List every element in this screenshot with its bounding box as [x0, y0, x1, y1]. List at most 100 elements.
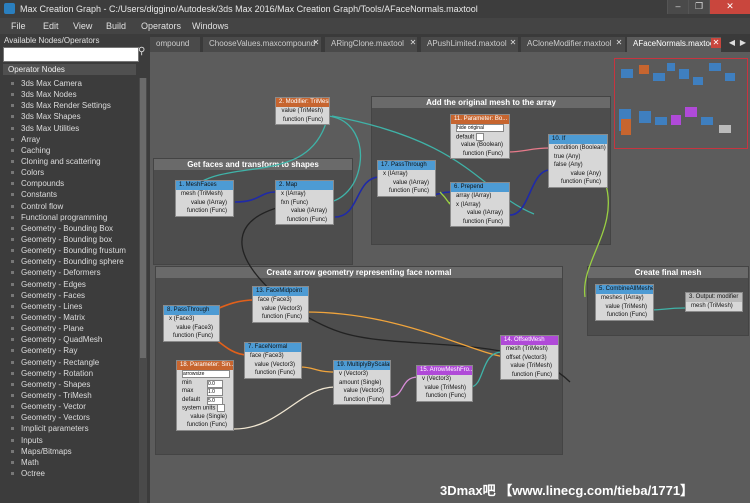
port-label[interactable]: value (IArray): [392, 179, 429, 186]
list-item[interactable]: Colors: [0, 167, 138, 178]
list-item[interactable]: Geometry - Shapes: [0, 379, 138, 390]
port-label[interactable]: value (Single): [190, 413, 227, 420]
list-item[interactable]: Geometry - Bounding sphere: [0, 256, 138, 267]
list-item[interactable]: Maps/Bitmaps: [0, 446, 138, 457]
node-arrowmesh[interactable]: 15. ArrowMeshFro... v (Vector3) value (T…: [416, 365, 473, 402]
port-label[interactable]: x (IArray): [281, 191, 306, 197]
port-label[interactable]: value (Vector3): [261, 305, 302, 312]
tab-close-icon[interactable]: ✕: [615, 38, 623, 47]
port-label[interactable]: face (Face3): [258, 297, 292, 303]
minimize-icon[interactable]: –: [667, 0, 688, 14]
list-item[interactable]: Geometry - Bounding box: [0, 234, 138, 245]
node-prepend[interactable]: 6. Prepend array (IArray) x (IArray) val…: [450, 182, 510, 227]
node-meshfaces[interactable]: 1. MeshFaces mesh (TriMesh) value (IArra…: [175, 180, 234, 217]
list-item[interactable]: Geometry - Plane: [0, 323, 138, 334]
port-label[interactable]: function (Func): [261, 314, 302, 320]
port-label[interactable]: value (TriMesh): [424, 384, 466, 391]
port-label[interactable]: function (Func): [286, 216, 327, 223]
port-label[interactable]: function (Func): [606, 312, 647, 318]
port-label[interactable]: x (Face3): [169, 316, 195, 322]
port-label[interactable]: array (IArray): [456, 193, 492, 199]
port-label[interactable]: value (Face3): [176, 324, 213, 331]
port-label[interactable]: function (Func): [462, 218, 503, 225]
restore-icon[interactable]: ❐: [688, 0, 709, 14]
list-item[interactable]: Math: [0, 457, 138, 468]
list-item[interactable]: 3ds Max Render Settings: [0, 100, 138, 111]
node-passthrough-face[interactable]: 8. PassThrough x (Face3) value (Face3) f…: [163, 305, 220, 342]
list-item[interactable]: Geometry - Rectangle: [0, 357, 138, 368]
port-label[interactable]: fxn (Func): [281, 199, 309, 206]
port-label[interactable]: function (Func): [254, 370, 295, 376]
port-label[interactable]: offset (Vector3): [506, 354, 547, 361]
port-label[interactable]: mesh (TriMesh): [691, 303, 733, 309]
list-item[interactable]: Geometry - Ray: [0, 345, 138, 356]
port-label[interactable]: mesh (TriMesh): [181, 191, 223, 197]
node-facenormal[interactable]: 7. FaceNormal face (Face3) value (Vector…: [244, 342, 302, 379]
port-label[interactable]: function (Func): [343, 396, 384, 403]
list-item[interactable]: 3ds Max Utilities: [0, 123, 138, 134]
port-label[interactable]: function (Func): [186, 208, 227, 214]
list-item[interactable]: 3ds Max Camera: [0, 78, 138, 89]
node-if[interactable]: 10. If condition (Boolean) true (Any) fa…: [548, 134, 608, 188]
list-item[interactable]: Geometry - Bounding Box: [0, 223, 138, 234]
port-label[interactable]: value (Vector3): [343, 388, 384, 394]
tab-pushlimited[interactable]: APushLimited.maxtool: [421, 37, 518, 52]
tab-close-icon[interactable]: ✕: [509, 38, 517, 47]
max-field[interactable]: 1.0: [207, 388, 223, 396]
list-item[interactable]: Geometry - Rotation: [0, 368, 138, 379]
list-item[interactable]: Cloning and scattering: [0, 156, 138, 167]
port-label[interactable]: v (Vector3): [422, 376, 452, 382]
node-combine[interactable]: 5. CombineAllMeshes meshes (IArray) valu…: [595, 284, 654, 321]
port-label[interactable]: x (IArray): [456, 201, 481, 208]
scrollbar-thumb[interactable]: [140, 78, 146, 358]
param-name-field[interactable]: arrowsize: [182, 370, 230, 378]
tab-close-icon[interactable]: ✕: [312, 38, 320, 47]
port-label[interactable]: value (IArray): [190, 199, 227, 206]
list-item[interactable]: Implicit parameters: [0, 423, 138, 434]
port-label[interactable]: function (Func): [560, 179, 601, 185]
port-label[interactable]: function (Func): [186, 422, 227, 428]
list-item[interactable]: Geometry - Faces: [0, 290, 138, 301]
node-output[interactable]: 3. Output: modifier mesh (TriMesh): [685, 292, 743, 312]
list-item[interactable]: Geometry - TriMesh: [0, 390, 138, 401]
menu-windows[interactable]: Windows: [192, 21, 229, 31]
tab-clonemodifier[interactable]: ACloneModifier.maxtool: [521, 37, 625, 52]
menu-operators[interactable]: Operators: [141, 21, 182, 31]
port-label[interactable]: function (Func): [462, 150, 503, 157]
close-icon[interactable]: ✕: [709, 0, 750, 14]
tabs-scroll-left-icon[interactable]: ◀: [728, 38, 736, 47]
port-label[interactable]: value (Vector3): [254, 361, 295, 368]
list-item[interactable]: Geometry - Edges: [0, 279, 138, 290]
tab-facenormals[interactable]: AFaceNormals.maxtool: [627, 37, 721, 52]
port-label[interactable]: value (IArray): [466, 210, 503, 216]
list-item[interactable]: Control flow: [0, 201, 138, 212]
tabs-scroll-right-icon[interactable]: ▶: [739, 38, 747, 47]
port-label[interactable]: meshes (IArray): [601, 295, 644, 301]
list-item[interactable]: Geometry - Lines: [0, 301, 138, 312]
units-checkbox[interactable]: [217, 404, 226, 412]
port-label[interactable]: face (Face3): [250, 353, 284, 359]
list-item[interactable]: 3ds Max Shapes: [0, 111, 138, 122]
list-item[interactable]: Compounds: [0, 178, 138, 189]
port-label[interactable]: true (Any): [554, 153, 581, 160]
list-scrollbar[interactable]: [139, 78, 147, 503]
port-label[interactable]: function (Func): [511, 371, 552, 378]
list-item[interactable]: Geometry - Bounding frustum: [0, 245, 138, 256]
port-label[interactable]: function (Func): [388, 188, 429, 194]
node-parameter-bool[interactable]: 11. Parameter: Bo... hide original defau…: [450, 114, 510, 159]
list-item[interactable]: Inputs: [0, 435, 138, 446]
node-facemidpoint[interactable]: 13. FaceMidpoint face (Face3) value (Vec…: [252, 286, 309, 323]
node-offsetmesh[interactable]: 14. OffsetMesh mesh (TriMesh) offset (Ve…: [500, 335, 559, 380]
default-checkbox[interactable]: [475, 132, 484, 141]
menu-view[interactable]: View: [73, 21, 93, 31]
port-label[interactable]: mesh (TriMesh): [506, 346, 548, 352]
port-label[interactable]: function (Func): [282, 116, 323, 123]
port-label[interactable]: function (Func): [172, 333, 213, 339]
list-item[interactable]: Geometry - QuadMesh: [0, 334, 138, 345]
node-modifier[interactable]: 2. Modifier: TriMesh value (TriMesh) fun…: [275, 97, 330, 125]
list-item[interactable]: Geometry - Vectors: [0, 412, 138, 423]
menu-file[interactable]: File: [11, 21, 26, 31]
list-item[interactable]: Geometry - Vector: [0, 401, 138, 412]
param-name-field[interactable]: hide original: [456, 124, 504, 132]
